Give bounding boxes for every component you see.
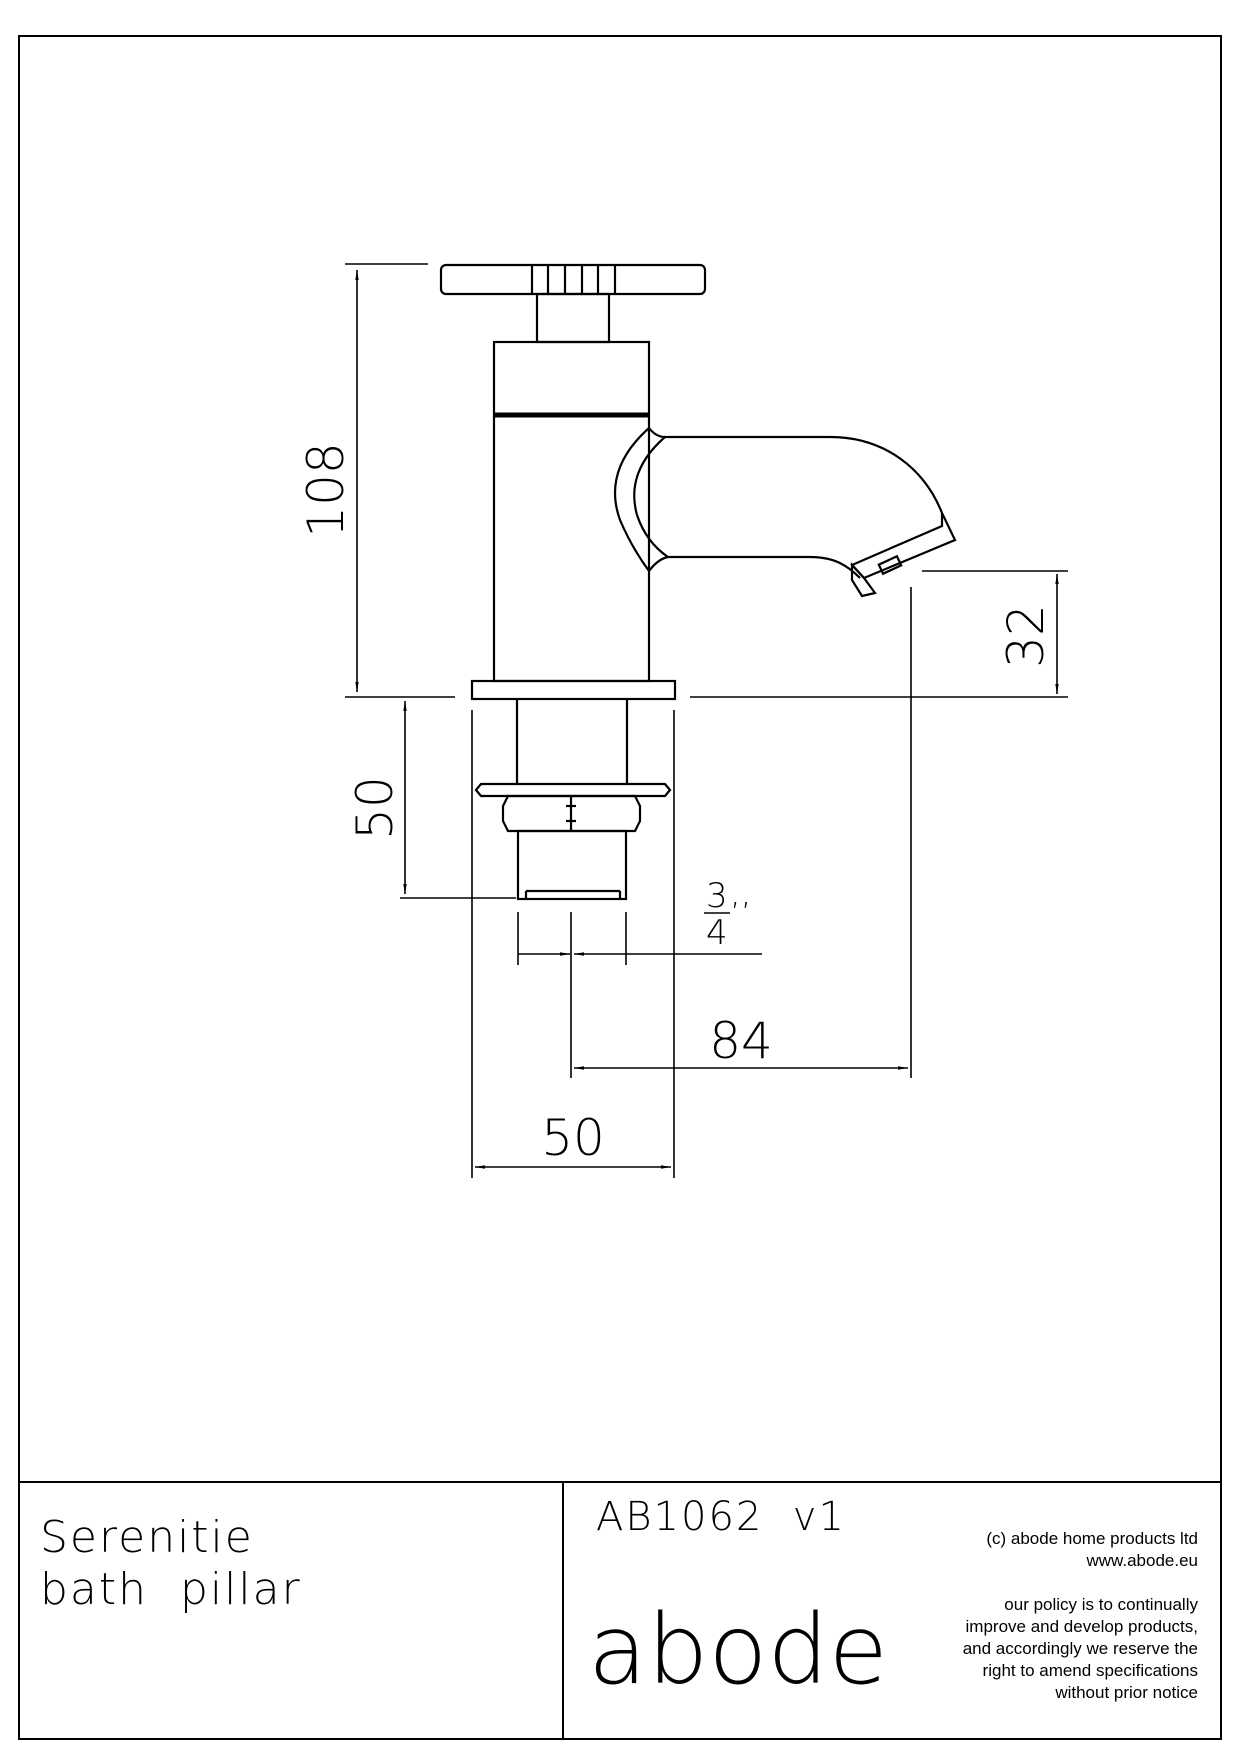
dimension-lines bbox=[355, 270, 1059, 1169]
dim-tail-length: 50 bbox=[346, 776, 404, 840]
copyright-text: (c) abode home products ltd bbox=[986, 1529, 1198, 1548]
website-text: www.abode.eu bbox=[1086, 1551, 1198, 1570]
tap-handle bbox=[439, 263, 707, 296]
product-name-line1: Serenitie bbox=[40, 1512, 254, 1563]
extension-lines bbox=[345, 263, 1068, 1178]
policy-line: our policy is to continually bbox=[1004, 1595, 1198, 1614]
dim-thread-inch-marks: ,, bbox=[730, 873, 752, 913]
legal-notice: (c) abode home products ltd www.abode.eu… bbox=[868, 1528, 1198, 1704]
drawing-frame bbox=[18, 35, 1222, 1740]
policy-line: improve and develop products, bbox=[965, 1617, 1198, 1636]
product-name: Serenitie bath pillar bbox=[40, 1512, 302, 1616]
tap-tail bbox=[474, 699, 672, 901]
dim-thread-denominator: 4 bbox=[706, 913, 728, 953]
tap-body bbox=[492, 340, 651, 683]
tap-outline bbox=[439, 263, 957, 901]
dim-base-width: 50 bbox=[541, 1109, 605, 1167]
product-code: AB1062 v1 bbox=[596, 1494, 846, 1540]
title-block-divider bbox=[562, 1481, 564, 1740]
policy-line: and accordingly we reserve the bbox=[962, 1639, 1198, 1658]
tap-base bbox=[470, 679, 677, 701]
product-name-line2: bath pillar bbox=[40, 1564, 302, 1615]
tap-spout bbox=[613, 427, 957, 598]
tap-spindle bbox=[535, 292, 611, 344]
dim-spout-height: 32 bbox=[997, 604, 1055, 668]
dim-thread-numerator: 3 bbox=[706, 876, 728, 916]
policy-line: without prior notice bbox=[1055, 1683, 1198, 1702]
abode-logo: abode bbox=[588, 1565, 898, 1715]
dim-overall-height: 108 bbox=[297, 442, 355, 537]
policy-line: right to amend specifications bbox=[982, 1661, 1198, 1680]
dim-spout-reach: 84 bbox=[709, 1012, 773, 1070]
abode-logo-text: abode bbox=[588, 1594, 888, 1706]
title-block bbox=[18, 1481, 1222, 1740]
